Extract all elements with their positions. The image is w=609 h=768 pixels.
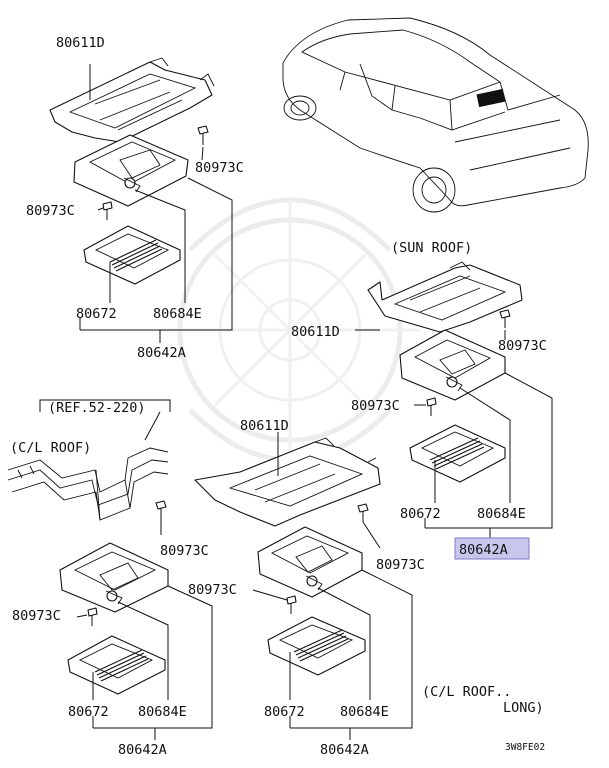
label-ref: (REF.52-220): [48, 400, 146, 416]
sun-roof-group: (SUN ROOF): [291, 240, 553, 560]
label-bulb-cl-roof-long: 80684E: [340, 704, 389, 720]
label-assembly-sun-roof[interactable]: 80642A: [459, 542, 508, 558]
label-bracket-sun-roof: 80611D: [291, 324, 340, 340]
label-bolt-sun-roof-right: 80973C: [498, 338, 547, 354]
diagram-code: 3W8FE02: [505, 742, 545, 753]
label-bolt-sun-roof-left: 80973C: [351, 398, 400, 414]
lamp-housing-icon: [257, 526, 363, 598]
label-bracket-cl-roof-long: 80611D: [240, 418, 289, 434]
label-bulb-sun-roof: 80684E: [477, 506, 526, 522]
label-assembly-cl-roof: 80642A: [118, 742, 167, 758]
label-bolt-cl-roof-left: 80973C: [12, 608, 61, 624]
bolt-icon: [286, 595, 297, 614]
bolt-icon: [499, 309, 511, 328]
lens-icon: [267, 616, 366, 676]
lamp-housing-icon: [73, 134, 189, 207]
bolt-icon: [357, 503, 369, 522]
bolt-icon: [155, 500, 167, 520]
cl-roof-long-group: 80611D 80973C 80973C 80672 80684E 80642A…: [188, 418, 544, 758]
label-bolt-cl-roof-right: 80973C: [160, 543, 209, 559]
label-bulb-top-left: 80684E: [153, 306, 202, 322]
label-sun-roof-title: (SUN ROOF): [391, 240, 472, 256]
lens-icon: [409, 424, 506, 483]
label-cl-roof-long-title-2: LONG): [503, 700, 544, 716]
roof-section-icon: [7, 447, 169, 521]
lamp-housing-icon: [399, 329, 506, 401]
label-assembly-top-left: 80642A: [137, 345, 186, 361]
cl-roof-group: (REF.52-220) (C/L ROOF): [7, 399, 213, 758]
top-left-group: 80611D 80973C 80973C 80672 80684E 80642A: [26, 35, 244, 361]
label-bolt-top-left-right: 80973C: [195, 160, 244, 176]
lens-icon: [67, 635, 166, 695]
label-lens-cl-roof: 80672: [68, 704, 109, 720]
bracket-icon: [367, 261, 523, 333]
label-bolt-cl-roof-long-right: 80973C: [376, 557, 425, 573]
bolt-icon: [102, 201, 113, 220]
label-lens-top-left: 80672: [76, 306, 117, 322]
vehicle-icon: [282, 17, 589, 213]
label-bolt-top-left-left: 80973C: [26, 203, 75, 219]
bolt-icon: [87, 607, 98, 626]
bolt-icon: [426, 397, 437, 416]
label-assembly-cl-roof-long: 80642A: [320, 742, 369, 758]
label-bolt-cl-roof-long-left: 80973C: [188, 582, 237, 598]
bracket-icon: [49, 57, 215, 143]
lens-icon: [83, 225, 181, 285]
label-lens-cl-roof-long: 80672: [264, 704, 305, 720]
label-bulb-cl-roof: 80684E: [138, 704, 187, 720]
label-lens-sun-roof: 80672: [400, 506, 441, 522]
bracket-icon: [194, 437, 381, 527]
bolt-icon: [197, 125, 209, 145]
highlight-box-sun-roof-assembly[interactable]: [454, 537, 530, 560]
label-cl-roof-long-title-1: (C/L ROOF..: [422, 684, 511, 700]
label-bracket-top-left: 80611D: [56, 35, 105, 51]
label-cl-roof-title: (C/L ROOF): [10, 440, 91, 456]
lamp-housing-icon: [59, 542, 169, 613]
